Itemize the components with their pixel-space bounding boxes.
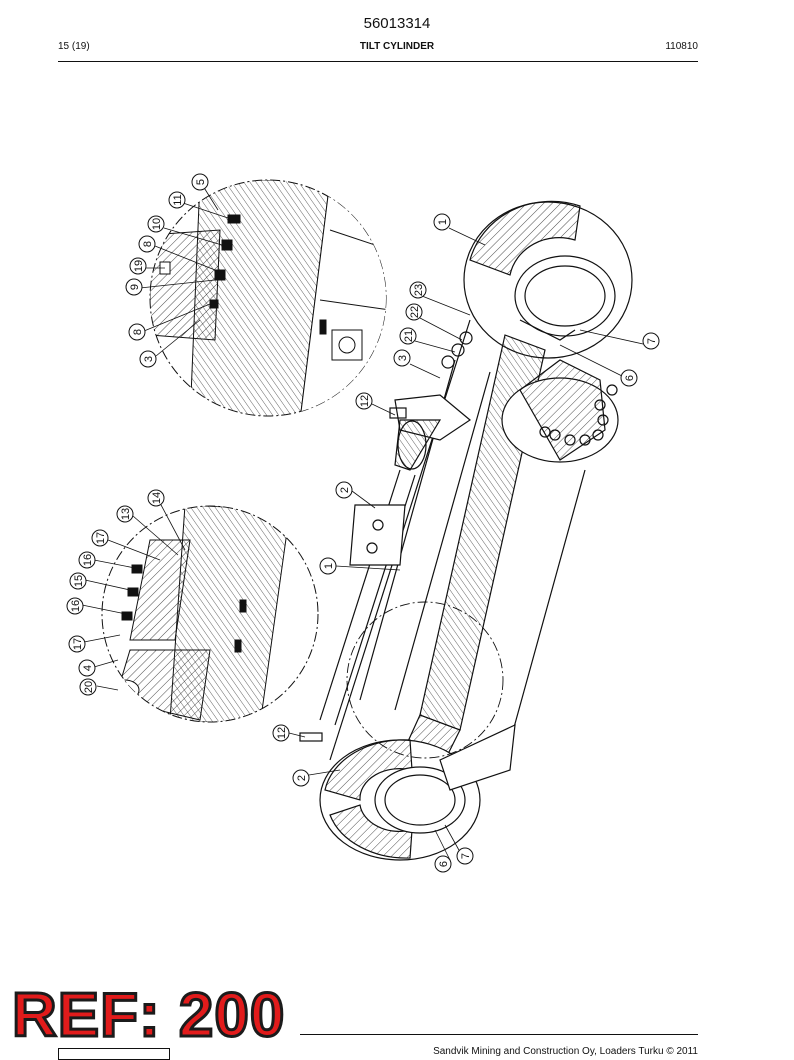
ref-stamp: REF: 200 (10, 981, 286, 1050)
callout-bubble: 8 (138, 235, 156, 253)
callout-label: 17 (95, 532, 107, 544)
callout-label: 15 (73, 575, 85, 587)
callout-bubble: 12 (355, 392, 373, 410)
callout-label: 4 (82, 665, 94, 671)
callout-label: 13 (120, 508, 132, 520)
callout-label: 6 (438, 861, 450, 867)
callout-bubble: 6 (620, 369, 638, 387)
callout-bubble: 11 (168, 191, 186, 209)
detail-reference-circle (346, 601, 504, 759)
callout-bubble: 4 (78, 659, 96, 677)
callout-label: 16 (82, 554, 94, 566)
document-title: TILT CYLINDER (359, 41, 435, 52)
callout-bubble: 17 (68, 635, 86, 653)
cylinder-assembly (299, 200, 633, 861)
callout-bubble: 7 (642, 332, 660, 350)
callout-bubble: 22 (405, 303, 423, 321)
callout-label: 5 (195, 179, 207, 185)
footer-divider (300, 1034, 698, 1035)
callout-bubble: 3 (393, 349, 411, 367)
callout-label: 8 (142, 241, 154, 247)
callout-bubble: 1 (433, 213, 451, 231)
callout-bubble: 2 (335, 481, 353, 499)
document-number: 56013314 (363, 15, 431, 32)
callout-bubble: 13 (116, 505, 134, 523)
callout-bubble: 16 (78, 551, 96, 569)
callout-bubble: 1 (319, 557, 337, 575)
callout-bubble: 8 (128, 323, 146, 341)
callouts-main: 1 23 22 21 3 12 7 6 2 1 12 2 6 7 (272, 213, 660, 873)
callout-bubble: 16 (66, 597, 84, 615)
callout-label: 12 (276, 727, 288, 739)
leader-lines (81, 185, 644, 861)
callout-label: 10 (151, 218, 163, 230)
callout-bubble: 3 (139, 350, 157, 368)
callout-bubble: 2 (292, 769, 310, 787)
callout-label: 2 (339, 487, 351, 493)
callout-label: 3 (143, 356, 155, 362)
callouts-detail-top: 5 11 10 8 19 9 8 3 (125, 173, 209, 368)
callout-label: 3 (397, 355, 409, 361)
callout-label: 23 (413, 284, 425, 296)
callout-label: 16 (70, 600, 82, 612)
callouts-detail-bottom: 14 13 17 16 15 16 17 4 20 (66, 489, 165, 696)
callout-label: 6 (624, 375, 636, 381)
header-divider (58, 61, 698, 62)
detail-view-piston-seal (101, 505, 319, 723)
callout-label: 7 (460, 853, 472, 859)
callout-label: 22 (409, 306, 421, 318)
callout-bubble: 15 (69, 572, 87, 590)
callout-label: 19 (133, 260, 145, 272)
brand-logo-box (58, 1048, 170, 1060)
callout-bubble: 9 (125, 278, 143, 296)
callout-label: 20 (83, 681, 95, 693)
callout-bubble: 12 (272, 724, 290, 742)
copyright-notice: Sandvik Mining and Construction Oy, Load… (433, 1046, 698, 1057)
page-counter: 15 (19) (58, 41, 90, 52)
callout-bubble: 21 (399, 327, 417, 345)
bolt-circle (539, 384, 618, 446)
callout-label: 21 (403, 330, 415, 342)
callout-label: 12 (359, 395, 371, 407)
callout-label: 9 (129, 284, 141, 290)
detail-view-rod-seal (149, 179, 387, 417)
callout-label: 7 (646, 338, 658, 344)
callout-bubble: 7 (456, 847, 474, 865)
callout-bubble: 5 (191, 173, 209, 191)
callout-bubble: 17 (91, 529, 109, 547)
callout-bubble: 10 (147, 215, 165, 233)
date-code: 110810 (665, 41, 698, 52)
callout-bubble: 6 (434, 855, 452, 873)
callout-label: 11 (172, 194, 184, 205)
callout-bubble: 14 (147, 489, 165, 507)
callout-bubble: 19 (129, 257, 147, 275)
callout-label: 1 (323, 563, 335, 569)
callout-bubble: 20 (79, 678, 97, 696)
callout-label: 8 (132, 329, 144, 335)
callout-label: 2 (296, 775, 308, 781)
callout-bubble: 23 (409, 281, 427, 299)
callout-label: 14 (151, 492, 163, 504)
callout-label: 1 (437, 219, 449, 225)
callout-label: 17 (72, 638, 84, 650)
